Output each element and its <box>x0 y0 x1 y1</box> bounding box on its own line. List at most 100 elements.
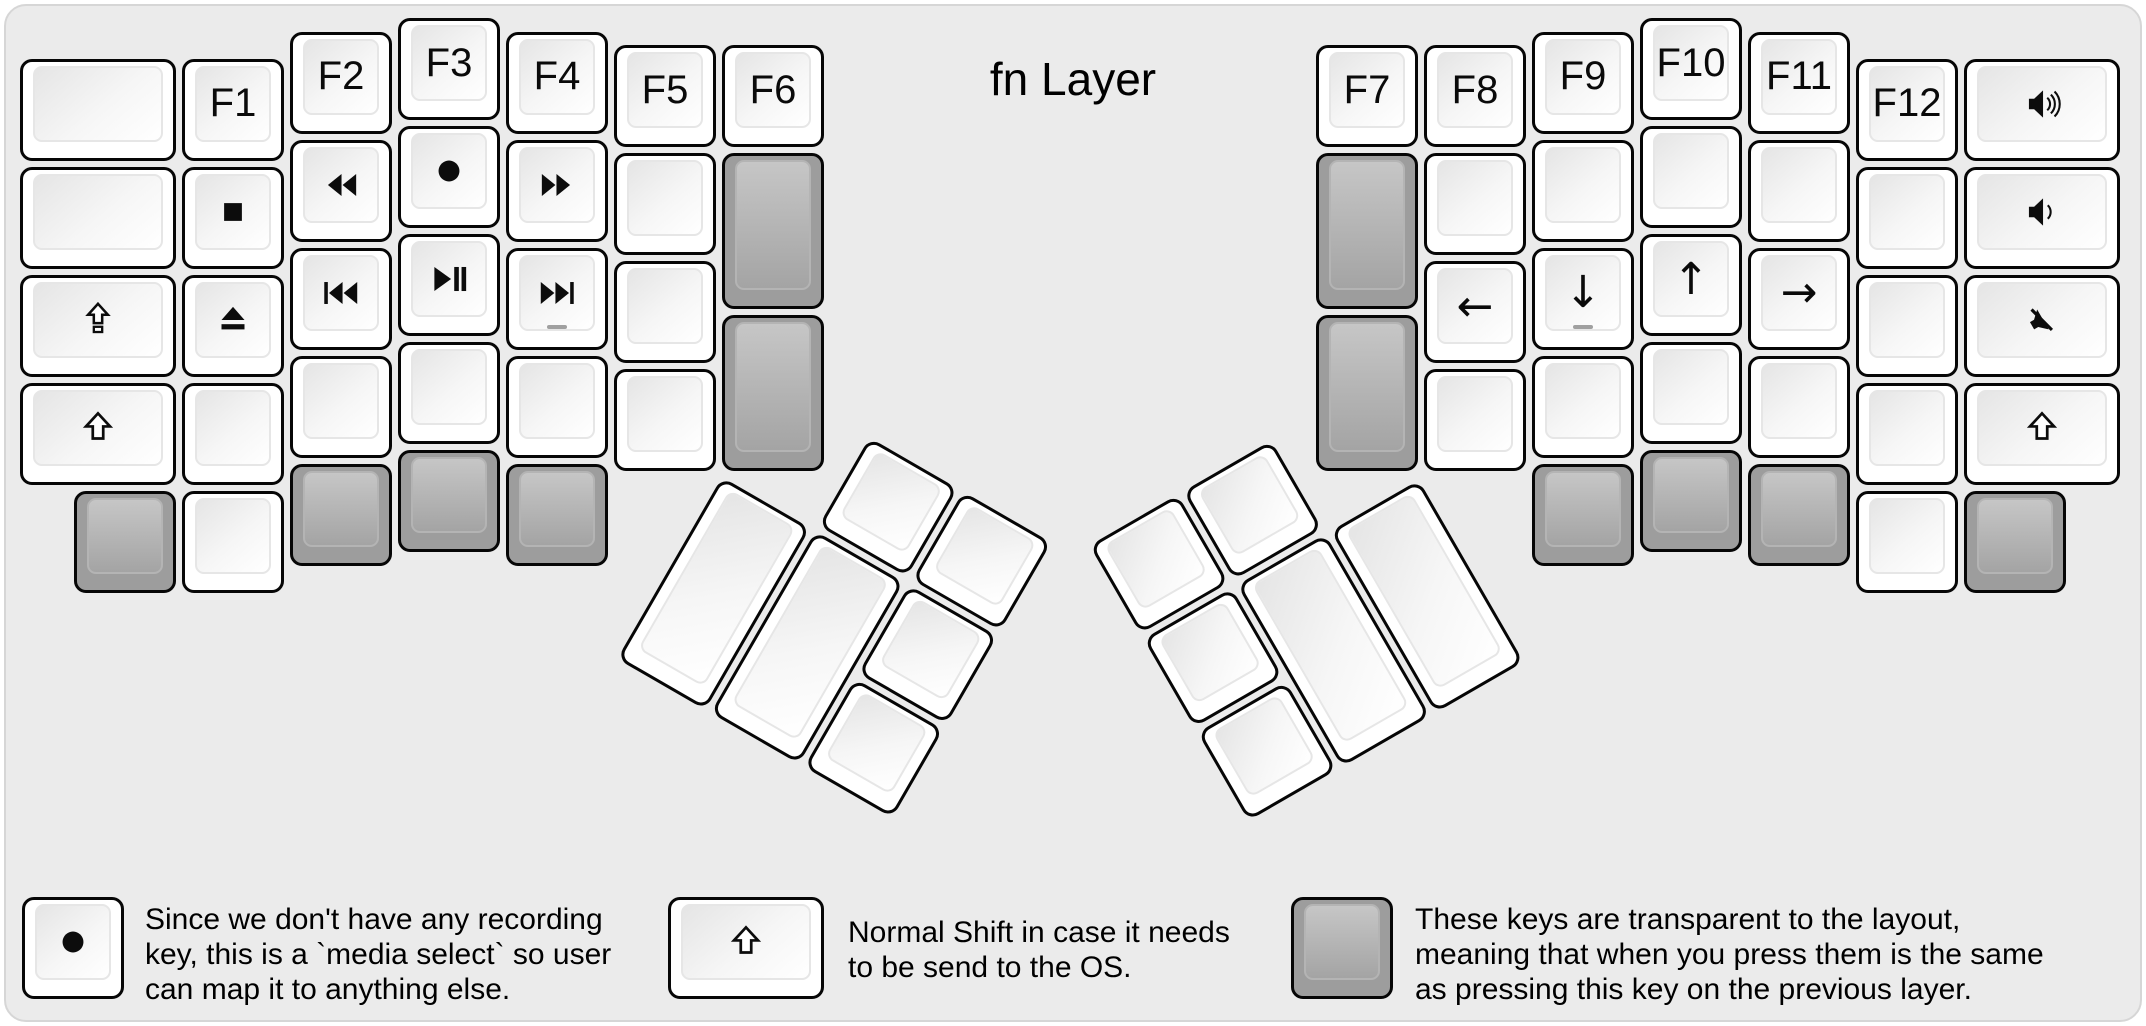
keycap-top <box>33 281 163 358</box>
caps-lock-key[interactable] <box>20 274 176 377</box>
volume-down-key[interactable] <box>1964 166 2120 269</box>
f10-key[interactable]: F10 <box>1640 18 1742 120</box>
blank-key[interactable] <box>1856 274 1958 377</box>
keycap-top <box>1212 694 1316 798</box>
keycap-top <box>519 254 595 331</box>
transparent-key[interactable] <box>722 153 824 309</box>
blank-key[interactable] <box>1424 153 1526 255</box>
shift-sample-key <box>668 897 824 999</box>
skip-forward-icon <box>540 281 574 304</box>
blank-key[interactable] <box>182 490 284 593</box>
f2-key[interactable]: F2 <box>290 31 392 134</box>
blank-key[interactable] <box>614 153 716 255</box>
blank-key[interactable] <box>398 342 500 444</box>
keycap-top: ← <box>1437 268 1513 344</box>
stop-key[interactable] <box>182 166 284 269</box>
legend-line: key, this is a `media select` so user <box>145 938 612 971</box>
keycap-top <box>1977 173 2107 250</box>
f11-key[interactable]: F11 <box>1748 31 1850 134</box>
blank-key[interactable] <box>1748 139 1850 242</box>
keycap-top <box>627 376 703 452</box>
keycap-top <box>303 362 379 439</box>
layer-title: fn Layer <box>989 53 1157 105</box>
transparent-key[interactable] <box>398 450 500 552</box>
mute-key[interactable] <box>1964 274 2120 377</box>
shift-key[interactable] <box>1964 382 2120 485</box>
f5-key[interactable]: F5 <box>614 45 716 147</box>
blank-key[interactable] <box>614 261 716 363</box>
left-arrow-key[interactable]: ← <box>1424 261 1526 363</box>
blank-key[interactable] <box>1748 355 1850 458</box>
keycap-top <box>1329 322 1405 452</box>
transparent-key[interactable] <box>1964 490 2066 593</box>
keycap-top <box>824 691 929 795</box>
blank-key[interactable] <box>1856 382 1958 485</box>
up-arrow-key[interactable]: ↑ <box>1640 234 1742 336</box>
transparent-key[interactable] <box>74 490 176 593</box>
keycap-top <box>1869 497 1945 574</box>
blank-key[interactable] <box>1532 139 1634 242</box>
homing-bar <box>547 324 567 329</box>
blank-key[interactable] <box>1640 342 1742 444</box>
keycap-top <box>303 146 379 223</box>
blank-key[interactable] <box>1424 369 1526 471</box>
rewind-key[interactable] <box>290 139 392 242</box>
keycap-top <box>1545 362 1621 439</box>
f7-key[interactable]: F7 <box>1316 45 1418 147</box>
transparent-key[interactable] <box>506 463 608 566</box>
f6-key[interactable]: F6 <box>722 45 824 147</box>
f12-key[interactable]: F12 <box>1856 58 1958 161</box>
blank-key[interactable] <box>290 355 392 458</box>
volume-up-key[interactable] <box>1964 58 2120 161</box>
keycap-top <box>1545 146 1621 223</box>
transparent-key[interactable] <box>290 463 392 566</box>
record-key[interactable] <box>398 126 500 228</box>
transparent-key[interactable] <box>1748 463 1850 566</box>
keycap-top <box>627 268 703 344</box>
keycap-top: F7 <box>1329 52 1405 128</box>
blank-key[interactable] <box>1856 490 1958 593</box>
f5-key-label: F5 <box>641 67 689 112</box>
blank-key[interactable] <box>506 355 608 458</box>
f4-key[interactable]: F4 <box>506 31 608 134</box>
legend-line: can map it to anything else. <box>145 973 511 1006</box>
transparent-key[interactable] <box>1316 315 1418 471</box>
keycap-top: F3 <box>411 25 487 101</box>
right-arrow-key[interactable]: → <box>1748 247 1850 350</box>
left-arrow-key-label: ← <box>1456 280 1494 332</box>
transparent-key[interactable] <box>722 315 824 471</box>
blank-key[interactable] <box>1640 126 1742 228</box>
transparent-key[interactable] <box>1640 450 1742 552</box>
play-pause-key[interactable] <box>398 234 500 336</box>
blank-key[interactable] <box>20 166 176 269</box>
transparent-key[interactable] <box>1532 463 1634 566</box>
f6-key-label: F6 <box>749 67 797 112</box>
fast-forward-key[interactable] <box>506 139 608 242</box>
blank-key[interactable] <box>1856 166 1958 269</box>
keycap-top <box>1977 65 2107 142</box>
keycap-top <box>411 349 487 425</box>
transparent-key[interactable] <box>1316 153 1418 309</box>
volume-down-icon <box>2028 197 2052 226</box>
legend-line: meaning that when you press them is the … <box>1415 938 2044 971</box>
record-icon <box>438 160 460 182</box>
eject-key[interactable] <box>182 274 284 377</box>
homing-bar <box>1573 324 1593 329</box>
shift-key[interactable] <box>20 382 176 485</box>
skip-back-key[interactable] <box>290 247 392 350</box>
keycap-top: F10 <box>1653 25 1729 101</box>
blank-key[interactable] <box>614 369 716 471</box>
keycap-top: F6 <box>735 52 811 128</box>
f1-key[interactable]: F1 <box>182 58 284 161</box>
f9-key[interactable]: F9 <box>1532 31 1634 134</box>
f8-key[interactable]: F8 <box>1424 45 1526 147</box>
keycap-top <box>195 389 271 466</box>
blank-key[interactable] <box>1532 355 1634 458</box>
skip-forward-key[interactable] <box>506 247 608 350</box>
down-arrow-key[interactable]: ↓ <box>1532 247 1634 350</box>
f1-key-label: F1 <box>209 81 257 125</box>
f3-key[interactable]: F3 <box>398 18 500 120</box>
blank-key[interactable] <box>182 382 284 485</box>
blank-key[interactable] <box>20 58 176 161</box>
